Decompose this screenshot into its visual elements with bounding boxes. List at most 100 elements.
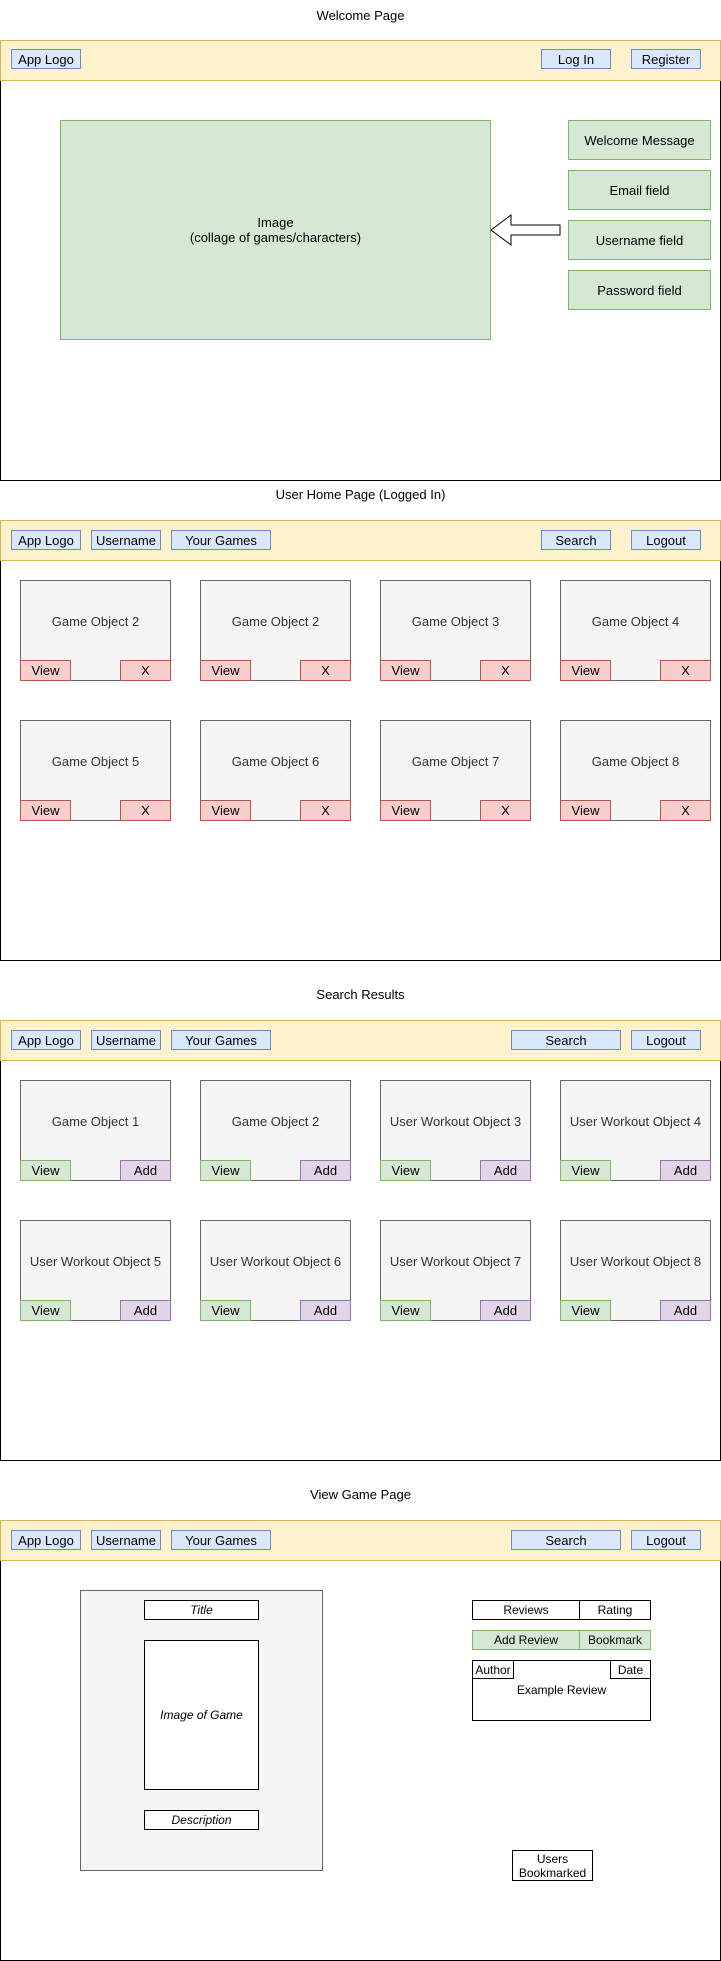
game-card[interactable]: Game Object 2 View X [20,580,171,681]
image-caption: (collage of games/characters) [189,230,362,245]
view-button[interactable]: View [560,800,611,821]
view-button[interactable]: View [20,1300,71,1321]
add-button[interactable]: Add [120,1160,171,1181]
welcome-message-box: Welcome Message [568,120,711,160]
game-card[interactable]: User Workout Object 6 View Add [200,1220,351,1321]
view-button[interactable]: View [200,800,251,821]
home-page-title: User Home Page (Logged In) [275,487,446,502]
username-button[interactable]: Username [91,1530,161,1550]
remove-button[interactable]: X [480,800,531,821]
remove-button[interactable]: X [300,660,351,681]
add-button[interactable]: Add [480,1160,531,1181]
view-header: App Logo Username Your Games Search Logo… [0,1520,721,1561]
search-button[interactable]: Search [511,1030,621,1050]
app-logo[interactable]: App Logo [11,49,81,69]
view-button[interactable]: View [20,1160,71,1181]
add-button[interactable]: Add [300,1160,351,1181]
login-button[interactable]: Log In [541,49,611,69]
game-card[interactable]: Game Object 2 View Add [200,1080,351,1181]
card-title: Game Object 2 [51,613,140,629]
game-card[interactable]: Game Object 7 View X [380,720,531,821]
review-text: Example Review [516,1683,607,1697]
logout-button[interactable]: Logout [631,530,701,550]
username-button[interactable]: Username [91,530,161,550]
game-card[interactable]: Game Object 4 View X [560,580,711,681]
email-field[interactable]: Email field [568,170,711,210]
card-title: Game Object 6 [231,753,320,769]
card-title: Game Object 2 [231,613,320,629]
your-games-button[interactable]: Your Games [171,1030,271,1050]
rating-tab[interactable]: Rating [579,1600,651,1620]
left-arrow-icon [490,214,561,246]
game-description: Description [144,1810,259,1830]
view-button[interactable]: View [560,660,611,681]
view-button[interactable]: View [560,1300,611,1321]
view-button[interactable]: View [560,1160,611,1181]
card-title: Game Object 2 [231,1113,320,1129]
logout-button[interactable]: Logout [631,1030,701,1050]
game-card[interactable]: Game Object 6 View X [200,720,351,821]
reviews-tab[interactable]: Reviews [472,1600,580,1620]
view-button[interactable]: View [200,1300,251,1321]
register-button[interactable]: Register [631,49,701,69]
add-button[interactable]: Add [660,1160,711,1181]
game-card[interactable]: User Workout Object 8 View Add [560,1220,711,1321]
welcome-header: App Logo Log In Register [0,40,721,81]
your-games-button[interactable]: Your Games [171,530,271,550]
view-button[interactable]: View [20,660,71,681]
add-button[interactable]: Add [480,1300,531,1321]
remove-button[interactable]: X [660,800,711,821]
view-button[interactable]: View [200,1160,251,1181]
game-card[interactable]: Game Object 3 View X [380,580,531,681]
game-card[interactable]: Game Object 5 View X [20,720,171,821]
search-page-title: Search Results [316,987,405,1002]
password-field[interactable]: Password field [568,270,711,310]
game-title: Title [144,1600,259,1620]
add-button[interactable]: Add [660,1300,711,1321]
view-button[interactable]: View [380,800,431,821]
app-logo[interactable]: App Logo [11,530,81,550]
remove-button[interactable]: X [660,660,711,681]
view-button[interactable]: View [380,1160,431,1181]
card-title: Game Object 5 [51,753,140,769]
review-date: Date [610,1660,651,1679]
users-bookmarked-box[interactable]: Users Bookmarked [512,1850,593,1881]
remove-button[interactable]: X [300,800,351,821]
username-field[interactable]: Username field [568,220,711,260]
remove-button[interactable]: X [120,800,171,821]
view-button[interactable]: View [20,800,71,821]
card-title: Game Object 4 [591,613,680,629]
game-card[interactable]: Game Object 2 View X [200,580,351,681]
card-title: User Workout Object 6 [209,1253,342,1269]
users-bookmarked-line1: Users [536,1851,569,1866]
game-card[interactable]: Game Object 1 View Add [20,1080,171,1181]
card-title: Game Object 3 [411,613,500,629]
username-button[interactable]: Username [91,1030,161,1050]
app-logo[interactable]: App Logo [11,1030,81,1050]
view-button[interactable]: View [380,1300,431,1321]
view-button[interactable]: View [200,660,251,681]
add-button[interactable]: Add [120,1300,171,1321]
bookmark-button[interactable]: Bookmark [579,1630,651,1650]
card-title: Game Object 1 [51,1113,140,1129]
card-title: User Workout Object 7 [389,1253,522,1269]
app-logo[interactable]: App Logo [11,1530,81,1550]
add-review-button[interactable]: Add Review [472,1630,580,1650]
search-button[interactable]: Search [541,530,611,550]
card-title: User Workout Object 8 [569,1253,702,1269]
game-card[interactable]: User Workout Object 7 View Add [380,1220,531,1321]
card-title: Game Object 7 [411,753,500,769]
review-author: Author [472,1660,514,1679]
welcome-image-collage: Image (collage of games/characters) [60,120,491,340]
search-button[interactable]: Search [511,1530,621,1550]
remove-button[interactable]: X [480,660,531,681]
remove-button[interactable]: X [120,660,171,681]
your-games-button[interactable]: Your Games [171,1530,271,1550]
logout-button[interactable]: Logout [631,1530,701,1550]
add-button[interactable]: Add [300,1300,351,1321]
view-button[interactable]: View [380,660,431,681]
